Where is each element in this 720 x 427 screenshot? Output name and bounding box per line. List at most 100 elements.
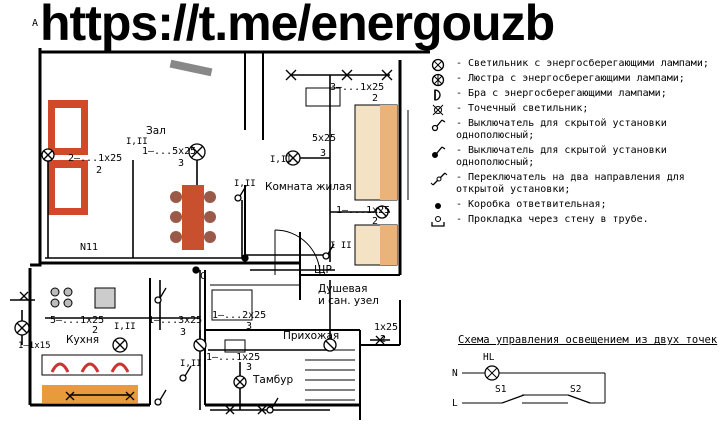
hall-tag: N11 bbox=[80, 242, 98, 253]
legend-text: - Выключатель для скрытой установки одно… bbox=[456, 145, 667, 168]
hall-lamp-count: 2 bbox=[96, 165, 102, 176]
room-kitchen: Кухня bbox=[66, 334, 99, 346]
sconce-icon bbox=[375, 205, 389, 219]
legend-text: - Переключатель на два направления для о… bbox=[456, 172, 685, 195]
room-corridor: Прихожая bbox=[283, 330, 339, 342]
switch-1-icon bbox=[234, 185, 247, 202]
lamp-es-icon bbox=[323, 338, 337, 352]
switch-1-icon bbox=[322, 243, 335, 260]
room-vestibule: Тамбур bbox=[252, 374, 293, 386]
vest-switch-label: I,II bbox=[180, 359, 202, 369]
pipe-icon bbox=[431, 216, 445, 227]
junction-box-icon bbox=[435, 203, 441, 209]
corr-b-count: 3 bbox=[246, 362, 252, 373]
living-top-label: 3—...1x25 bbox=[330, 82, 384, 93]
corr-c-count: 2 bbox=[380, 334, 386, 345]
corr-b-label: 1—...1x25 bbox=[206, 352, 260, 363]
lamp-es-icon bbox=[14, 320, 30, 336]
legend-item-junction: - Коробка ответвительная; bbox=[428, 199, 718, 211]
room-shower-1: Душевая bbox=[318, 283, 367, 295]
panel-label: ЩР bbox=[314, 264, 332, 276]
junction-c-label: С bbox=[200, 271, 206, 282]
living-sconce-label: 1—...1x25 bbox=[336, 205, 390, 216]
hall-chand-label: 1—...5x25 bbox=[142, 146, 196, 157]
legend-item-switch-2way: - Переключатель на два направления для о… bbox=[428, 172, 718, 196]
legend-item-lamp: - Светильник с энергосберегающими лампам… bbox=[428, 58, 718, 72]
fixtures bbox=[14, 69, 393, 415]
door-arc bbox=[274, 229, 321, 276]
kitchen-switch-label: I,II bbox=[114, 322, 136, 332]
lamp-es-icon bbox=[431, 58, 445, 72]
room-hall: Зал bbox=[146, 125, 166, 137]
legend-text: - Люстра с энергосберегающими лампами; bbox=[456, 73, 685, 84]
living-switch-label: I,II bbox=[270, 155, 292, 165]
junction-box-icon bbox=[192, 266, 200, 274]
switch-1-icon bbox=[154, 287, 167, 304]
spot-light-icon bbox=[432, 104, 444, 116]
legend-text: - Прокладка через стену в трубе. bbox=[456, 214, 649, 225]
hall-switch-label: I,II bbox=[126, 137, 148, 147]
switch-1-icon bbox=[179, 365, 192, 382]
legend-text: - Выключатель для скрытой установки одно… bbox=[456, 118, 667, 141]
chandelier-icon bbox=[431, 73, 445, 87]
chandelier-icon bbox=[188, 143, 206, 161]
living-top-count: 2 bbox=[372, 93, 378, 104]
spot-light-icon bbox=[341, 69, 353, 81]
sconce-icon bbox=[434, 89, 441, 101]
scheme-l: L bbox=[452, 398, 458, 409]
chandelier-icon bbox=[41, 148, 55, 162]
legend-item-sconce: - Бра с энергосберегающими лампами; bbox=[428, 88, 718, 101]
kitchen-c-label: 1—1x15 bbox=[18, 341, 51, 351]
scheme-n: N bbox=[452, 368, 458, 379]
spot-light-icon bbox=[257, 405, 267, 415]
living-switch-label-2: I II bbox=[330, 241, 352, 251]
chandelier-icon bbox=[285, 150, 301, 166]
hall-switch-label-2: I,II bbox=[234, 179, 256, 189]
legend-item-chandelier: - Люстра с энергосберегающими лампами; bbox=[428, 73, 718, 87]
kitchen-a-count: 2 bbox=[92, 325, 98, 336]
two-point-control-scheme: HL N L S1 S2 bbox=[452, 352, 606, 409]
legend-item-switch-2: - Выключатель для скрытой установки одно… bbox=[428, 145, 718, 169]
kitchen-b-count: 3 bbox=[180, 327, 186, 338]
living-chand-label: 5x25 bbox=[312, 133, 336, 144]
floor-plan: A Зал Комната жилая Кухня Прихожая Тамбу… bbox=[10, 18, 430, 420]
scheme-s1: S1 bbox=[495, 384, 507, 395]
switch-1-icon bbox=[154, 389, 167, 406]
lamp-es-icon bbox=[112, 337, 128, 353]
switch-2way-icon bbox=[430, 172, 448, 186]
legend-item-pipe: - Прокладка через стену в трубе. bbox=[428, 214, 718, 227]
switch-1-icon bbox=[266, 397, 279, 414]
hall-lamp-label: 2—...1x25 bbox=[68, 153, 122, 164]
legend-text: - Точечный светильник; bbox=[456, 103, 589, 114]
furniture bbox=[41, 59, 398, 403]
legend: - Светильник с энергосберегающими лампам… bbox=[428, 58, 718, 229]
switch-2-icon bbox=[432, 146, 446, 158]
spot-light-icon bbox=[381, 69, 393, 81]
spot-light-icon bbox=[285, 69, 297, 81]
living-chand-count: 3 bbox=[320, 148, 326, 159]
corr-a-count: 3 bbox=[246, 321, 252, 332]
lamp-es-icon bbox=[233, 375, 247, 389]
corr-a-label: 1—...2x25 bbox=[212, 310, 266, 321]
corner-label: A bbox=[32, 18, 38, 29]
switch-1-icon bbox=[431, 119, 446, 132]
walls bbox=[28, 48, 430, 420]
kitchen-b-label: 1—...3x25 bbox=[148, 315, 202, 326]
spot-light-icon bbox=[19, 291, 29, 301]
kitchen-a-label: 5—...1x25 bbox=[50, 315, 104, 326]
legend-item-switch-1: - Выключатель для скрытой установки одно… bbox=[428, 118, 718, 142]
telegram-banner[interactable]: https://t.me/energouzb bbox=[40, 0, 555, 51]
spot-light-icon bbox=[375, 335, 385, 345]
room-shower-2: и сан. узел bbox=[318, 295, 379, 307]
scheme-title: Схема управления освещением из двух точе… bbox=[458, 334, 718, 346]
legend-text: - Светильник с энергосберегающими лампам… bbox=[456, 58, 709, 69]
scheme-s2: S2 bbox=[570, 384, 581, 395]
scheme-hl: HL bbox=[483, 352, 495, 363]
legend-text: - Коробка ответвительная; bbox=[456, 199, 607, 210]
spot-light-icon bbox=[65, 391, 75, 401]
hall-chand-count: 3 bbox=[178, 158, 184, 169]
living-sconce-count: 2 bbox=[372, 216, 378, 227]
corr-c-label: 1x25 bbox=[374, 322, 398, 333]
legend-item-spot: - Точечный светильник; bbox=[428, 103, 718, 116]
lamp-es-icon bbox=[193, 338, 207, 352]
